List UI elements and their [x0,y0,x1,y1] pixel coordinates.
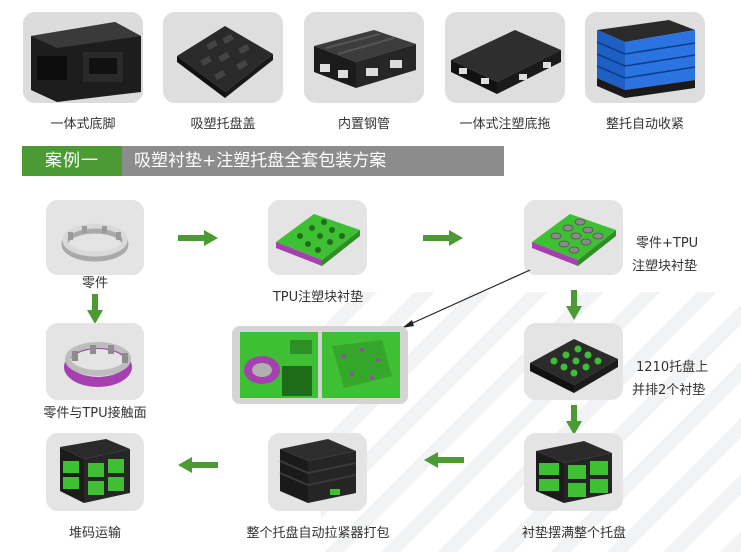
product-card-integrated-foot [23,12,143,103]
step-detail-card [232,326,408,404]
product-label: 一体式注塑底拖 [459,117,551,132]
step-pallet-card [524,323,623,400]
step-label-part-tpu-2: 注塑块衬垫 [632,259,698,274]
step-stack-card [46,433,144,511]
step-tpu-liner-card [268,200,367,275]
step-contact-card [46,323,144,400]
pallet-two-liners-image [524,323,623,400]
contact-surface-image [46,323,144,400]
step-part-card [46,200,144,275]
step-label-pallet-1: 1210托盘上 [636,360,709,375]
step-label-part: 零件 [81,276,108,291]
auto-tighten-image [585,12,705,103]
step-label-stack: 堆码运输 [68,526,121,541]
step-label-full-pallet: 衬垫摆满整个托盘 [521,526,626,541]
steel-pipe-image [304,12,424,103]
full-pallet-image [524,433,623,511]
step-strap-card [268,433,367,511]
product-label: 整托自动收紧 [605,117,684,132]
product-card-auto-tighten [585,12,705,103]
stack-transport-image [46,433,144,511]
step-label-part-tpu-1: 零件+TPU [636,236,699,251]
step-label-pallet-2: 并排2个衬垫 [632,383,706,398]
product-label: 内置钢管 [337,117,390,132]
step-label-contact: 零件与TPU接触面 [43,406,147,421]
arrow-left-icon [178,457,218,473]
step-part-tpu-card [524,200,623,275]
arrow-right-icon [178,230,218,246]
arrow-down-icon [87,294,103,324]
auto-strap-image [268,433,367,511]
step-label-tpu-liner: TPU注塑块衬垫 [272,290,364,305]
product-label: 吸塑托盘盖 [190,117,256,132]
case-tag: 案例一 [22,146,122,176]
integrated-foot-image [23,12,143,103]
tpu-liner-image [268,200,367,275]
product-card-injection-pallet [445,12,565,103]
injection-pallet-image [445,12,565,103]
blister-lid-image [163,12,283,103]
step-full-pallet-card [524,433,623,511]
arrow-right-icon [423,230,463,246]
pointer-arrow-icon [402,269,531,328]
part-ring-image [46,200,144,275]
case-banner: 案例一 吸塑衬垫+注塑托盘全套包装方案 [22,146,504,176]
arrow-down-icon [566,405,582,435]
arrow-down-icon [566,290,582,320]
arrow-left-icon [424,452,464,468]
step-label-strap: 整个托盘自动拉紧器打包 [246,526,390,541]
part-tpu-image [524,200,623,275]
detail-closeup-image [232,326,408,404]
product-card-steel-pipe [304,12,424,103]
case-title: 吸塑衬垫+注塑托盘全套包装方案 [134,151,387,171]
product-card-blister-lid [163,12,283,103]
product-label: 一体式底脚 [50,117,116,132]
